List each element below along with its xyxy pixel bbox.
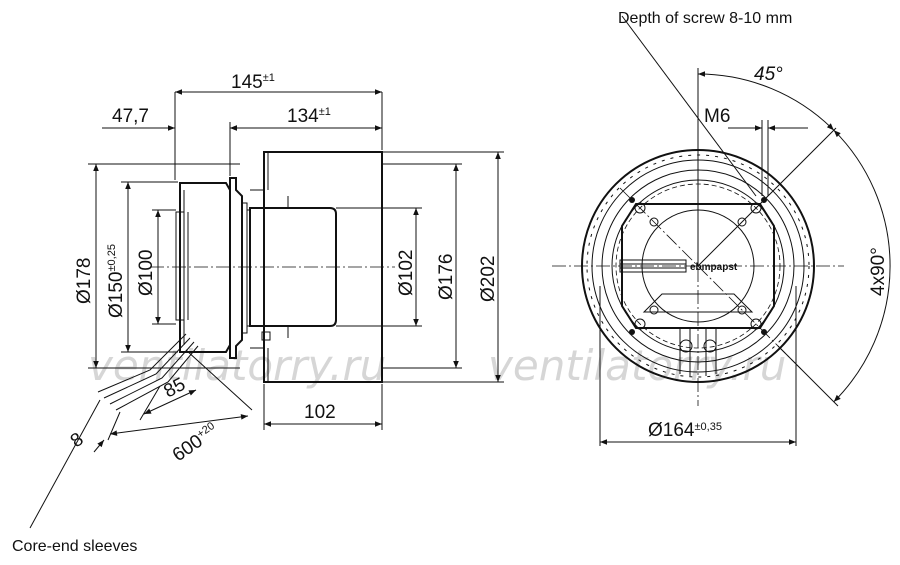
dim-diameter-102: Ø102 [396, 250, 417, 296]
callout-core-end-sleeves: Core-end sleeves [12, 538, 137, 555]
mount-hole [750, 318, 762, 330]
dim-length-total: 145±1 [231, 72, 275, 93]
motor-face [621, 203, 775, 329]
dim-diameter-202: Ø202 [478, 256, 499, 302]
dim-arc-4x90 [833, 129, 891, 403]
side-view: 145±1 47,7 134±1 Ø178 Ø150±0,25 Ø100 Ø10… [12, 72, 504, 555]
cable [97, 333, 199, 411]
dim-diameter-176: Ø176 [436, 254, 457, 300]
dim-wire-end: 8 [67, 429, 88, 452]
dim-angle-45: 45° [754, 64, 783, 85]
dim-length-body: 134±1 [287, 106, 331, 127]
dim-thread-m6: M6 [704, 106, 730, 127]
dim-diameter-150: Ø150±0,25 [106, 244, 127, 318]
callout-screw-depth: Depth of screw 8-10 mm [618, 10, 792, 27]
front-view: ebmpapst M6 45° 4x90° Ø164±0,35 [552, 15, 891, 446]
dim-arc-45 [697, 71, 835, 131]
brand-logo: ebmpapst [690, 262, 738, 273]
dim-pattern-4x90: 4x90° [868, 247, 889, 296]
label-strip [619, 259, 687, 273]
mount-hole [634, 202, 646, 214]
dim-bolt-circle: Ø164±0,35 [648, 420, 722, 441]
dim-flange-offset: 47,7 [112, 106, 149, 127]
cable-outlet [679, 328, 717, 376]
dim-line-85 [143, 389, 197, 415]
dim-outlet-width: 102 [304, 402, 336, 423]
flange [229, 177, 243, 359]
mount-hole [750, 202, 762, 214]
rotor-hub [249, 207, 337, 327]
dim-cable-length: 600+20 [169, 420, 222, 466]
dim-diameter-100: Ø100 [136, 250, 157, 296]
dim-line-600 [109, 414, 249, 436]
mount-hole [634, 318, 646, 330]
dim-diameter-178: Ø178 [74, 258, 95, 304]
